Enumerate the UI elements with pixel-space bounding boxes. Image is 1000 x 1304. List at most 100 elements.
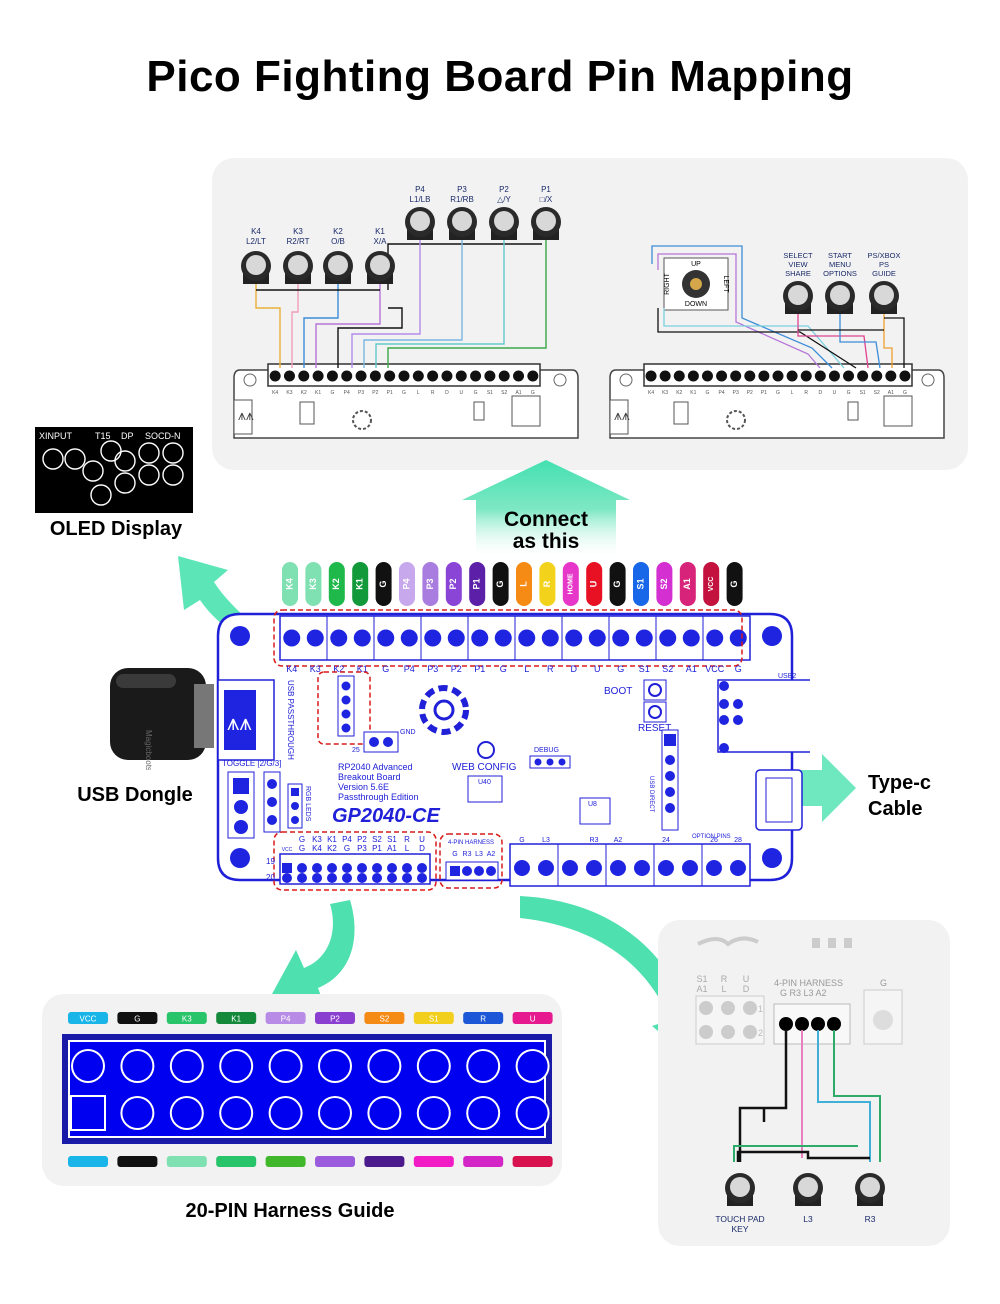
faded-logo bbox=[697, 936, 759, 947]
mini-pin-label: R bbox=[804, 390, 808, 396]
terminal-screw bbox=[306, 629, 324, 647]
four-pin-panel-pin bbox=[795, 1017, 809, 1031]
guide-pin bbox=[72, 1097, 104, 1129]
pin-tag bbox=[726, 562, 743, 606]
mini-usb2-right bbox=[883, 395, 913, 427]
four-pin-panel-pins: G R3 L3 A2 bbox=[780, 988, 827, 998]
mini-gear-right bbox=[726, 410, 746, 430]
mount-hole bbox=[762, 848, 782, 868]
mini-terminal-screw bbox=[645, 370, 657, 382]
button-label: O/B bbox=[331, 237, 345, 246]
pin-tag-label: P1 bbox=[472, 578, 482, 589]
harness-pin bbox=[402, 873, 412, 883]
terminal-screw bbox=[538, 860, 554, 876]
guide-pin bbox=[73, 1051, 103, 1081]
button-label: R2/RT bbox=[287, 237, 310, 246]
pin-tag-label: K2 bbox=[331, 578, 341, 590]
guide-bottom-tag bbox=[117, 1156, 158, 1167]
terminal-screw bbox=[447, 629, 465, 647]
four-pin-pin bbox=[474, 866, 484, 876]
wire-menu-gnd bbox=[798, 317, 905, 368]
four-pin-panel-pin bbox=[827, 1017, 841, 1031]
guide-top-tag bbox=[463, 1012, 504, 1024]
harness-pin-label: K1 bbox=[327, 835, 337, 844]
faded-label: R bbox=[721, 974, 728, 984]
oled-button bbox=[64, 448, 86, 470]
usb-direct-label: USB DIRECT bbox=[648, 776, 654, 813]
connect-label-line1: Connect bbox=[504, 508, 588, 531]
typec-label-line1: Type-c bbox=[868, 772, 931, 794]
terminal-screw bbox=[588, 629, 606, 647]
passthrough-header bbox=[337, 675, 355, 737]
harness-pin bbox=[297, 873, 307, 883]
guide-pin bbox=[270, 1098, 301, 1128]
wire-gnd-left bbox=[256, 243, 542, 368]
arcade-button-cap bbox=[452, 211, 472, 231]
oled-header-text: SOCD-N bbox=[145, 431, 181, 441]
pin-tag-label: G bbox=[495, 580, 505, 587]
mini-pin-label: P4 bbox=[344, 390, 350, 396]
terminal-screw bbox=[682, 860, 698, 876]
terminal-screw bbox=[514, 860, 530, 876]
top-terminal-highlight bbox=[273, 609, 743, 667]
guide-bottom-tag bbox=[364, 1156, 405, 1167]
button-label: PS/XBOX bbox=[868, 251, 901, 260]
four-pin-pin bbox=[462, 866, 472, 876]
wire-joy-4 bbox=[657, 308, 857, 369]
guide-pin bbox=[320, 1098, 350, 1128]
button-label: P2 bbox=[499, 185, 509, 194]
usb2-pin bbox=[719, 699, 729, 709]
arcade-button-cap bbox=[860, 1177, 880, 1197]
mini-terminal-screw bbox=[885, 370, 897, 382]
mini-pin-label: P3 bbox=[358, 390, 364, 396]
harness-pin-label: R bbox=[404, 835, 410, 844]
mini-terminal-screw bbox=[758, 370, 770, 382]
gnd-label: GND bbox=[400, 729, 416, 736]
button-label: OPTIONS bbox=[823, 269, 857, 278]
wire-joy-1 bbox=[651, 245, 833, 369]
g-label: G bbox=[880, 978, 887, 988]
terminal-screw bbox=[494, 629, 512, 647]
usb2-port bbox=[717, 679, 810, 753]
board-pin-label: S2 bbox=[662, 664, 673, 674]
faded-chip bbox=[828, 938, 836, 948]
mini-terminal-screw bbox=[871, 370, 883, 382]
passthrough-pin bbox=[341, 695, 351, 705]
mini-pin-label: S1 bbox=[487, 390, 493, 396]
typec-port-inner bbox=[765, 777, 793, 823]
harness-pin-label: S2 bbox=[372, 835, 382, 844]
arcade-button-cap bbox=[494, 211, 514, 231]
button-label: PS bbox=[879, 260, 889, 269]
page-title: Pico Fighting Board Pin Mapping bbox=[146, 52, 854, 101]
toggle-label: TOGGLE [2/G/3] bbox=[222, 759, 281, 768]
board-pin-label: G bbox=[382, 664, 389, 674]
board-pin-label: P1 bbox=[474, 664, 485, 674]
pin-tag-label: P3 bbox=[425, 578, 435, 589]
debug-pin bbox=[558, 758, 566, 766]
usb-dongle-label: USB Dongle bbox=[77, 784, 193, 806]
mini-pin-label: G bbox=[474, 390, 478, 396]
usb2-pin bbox=[733, 699, 743, 709]
board-pin-label: K2 bbox=[333, 664, 344, 674]
terminal-screw bbox=[562, 860, 578, 876]
usb-dongle: Magicboots bbox=[110, 668, 214, 770]
passthrough-pin bbox=[341, 681, 351, 691]
harness-pin bbox=[417, 873, 427, 883]
mini-terminal-screw bbox=[484, 370, 496, 382]
mini-terminal-screw bbox=[269, 370, 281, 382]
pin-tag-label: K1 bbox=[355, 578, 365, 590]
pin-tag-label: U bbox=[589, 581, 599, 588]
guide-top-tag bbox=[413, 1012, 454, 1024]
terminal-screw bbox=[471, 629, 489, 647]
bottom-terminal-label: R3 bbox=[590, 837, 599, 844]
guide-top-tag bbox=[265, 1012, 306, 1024]
terminal-screw bbox=[658, 860, 674, 876]
mini-terminal-screw bbox=[843, 370, 855, 382]
wire-joy-2 bbox=[657, 253, 821, 369]
harness-pin bbox=[282, 873, 292, 883]
mini-pin-label: P1 bbox=[387, 390, 393, 396]
mini-terminal-screw bbox=[312, 370, 324, 382]
